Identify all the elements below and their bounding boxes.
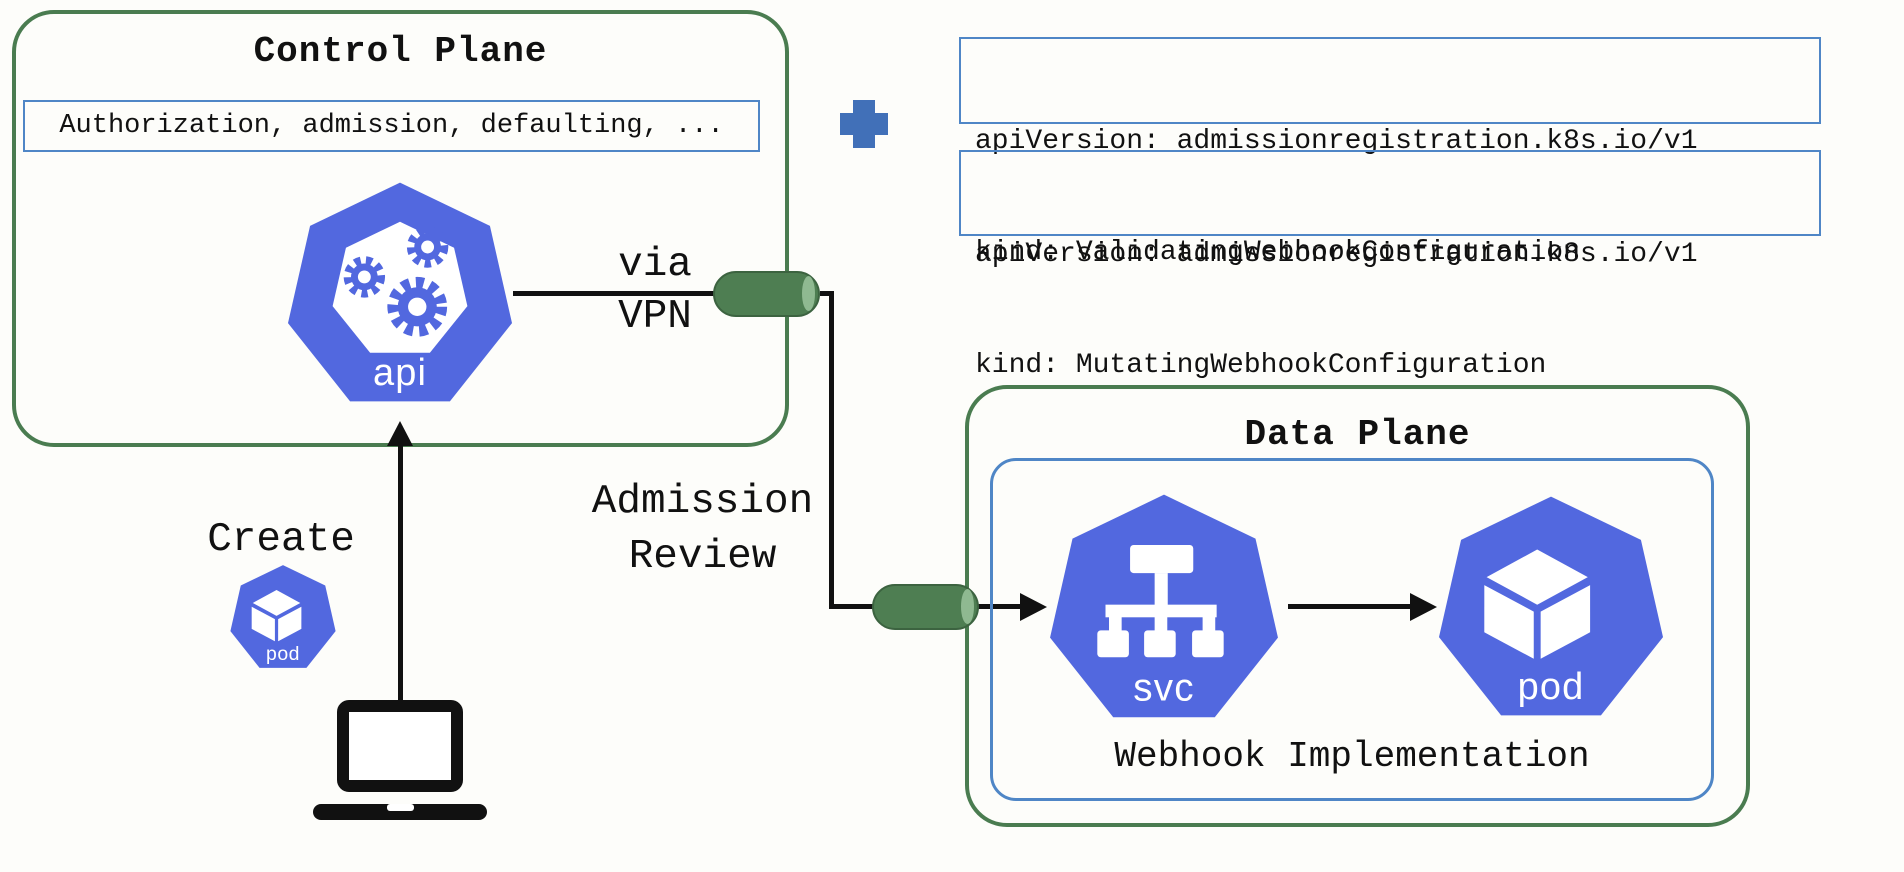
vpn-tunnel-cylinder bbox=[713, 271, 820, 317]
create-label: Create bbox=[207, 517, 355, 563]
service-tree-glyph bbox=[1097, 544, 1224, 658]
vpn-label: VPN bbox=[618, 294, 692, 340]
code-line: kind: ValidatingWebhookConfiguration bbox=[975, 237, 1580, 268]
create-arrow-line bbox=[398, 445, 403, 705]
svc-to-pod-line bbox=[1288, 604, 1410, 609]
arrowhead-into-pod bbox=[1410, 593, 1437, 621]
plus-icon bbox=[840, 100, 888, 148]
api-to-tunnel-line bbox=[513, 291, 717, 296]
laptop-icon bbox=[313, 700, 487, 820]
gears-glyph bbox=[343, 226, 449, 337]
kubernetes-svc-icon: svc bbox=[1050, 494, 1278, 718]
cylinder-highlight bbox=[961, 589, 974, 624]
data-plane-title: Data Plane bbox=[1244, 414, 1471, 455]
kubernetes-pod-icon: pod bbox=[1438, 496, 1664, 716]
control-plane-title: Control Plane bbox=[253, 31, 548, 72]
pod-icon-label: pod bbox=[1518, 666, 1585, 708]
code-line: apiVersion: admissionregistration.k8s.io… bbox=[975, 239, 1698, 270]
svc-icon-label: svc bbox=[1133, 667, 1194, 710]
kubernetes-pod-icon-small: pod bbox=[230, 565, 336, 668]
admission-label: Admission bbox=[591, 479, 814, 525]
admission-review-vertical-line bbox=[829, 291, 834, 609]
validating-webhook-code-box: apiVersion: admissionregistration.k8s.io… bbox=[959, 37, 1821, 268]
review-label: Review bbox=[628, 534, 777, 580]
cylinder-highlight bbox=[802, 276, 815, 311]
webhook-implementation-box bbox=[990, 458, 1714, 801]
via-label: via bbox=[618, 242, 692, 288]
tunnel-exit-line bbox=[820, 291, 834, 296]
pipeline-box: Authorization, admission, defaulting, ..… bbox=[23, 100, 760, 152]
webhook-implementation-label: Webhook Implementation bbox=[1114, 736, 1590, 777]
arrowhead-into-control-plane bbox=[387, 421, 413, 446]
pod-small-icon-label: pod bbox=[266, 643, 300, 665]
code-line: kind: MutatingWebhookConfiguration bbox=[975, 350, 1547, 381]
cube-glyph bbox=[1484, 549, 1591, 659]
data-plane-tunnel-cylinder bbox=[872, 584, 979, 630]
api-icon-label: api bbox=[373, 352, 427, 394]
mutating-webhook-code-box: apiVersion: admissionregistration.k8s.io… bbox=[959, 150, 1821, 381]
kubernetes-api-icon: api bbox=[287, 182, 513, 402]
arrowhead-into-svc bbox=[1020, 593, 1047, 621]
